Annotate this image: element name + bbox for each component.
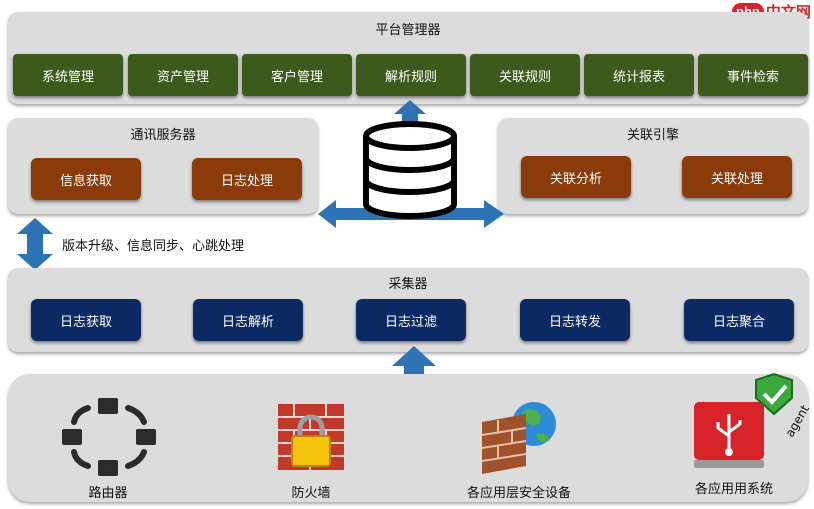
collector-item-fetch: 日志获取: [31, 299, 141, 341]
comm-server-panel: 通讯服务器 信息获取 日志处理: [8, 118, 318, 214]
security-device-icon: [481, 402, 556, 474]
collector-item-aggregate: 日志聚合: [684, 299, 794, 341]
sync-note: 版本升级、信息同步、心跳处理: [62, 239, 245, 254]
source-label-router: 路由器: [88, 486, 128, 501]
collector-title: 采集器: [388, 277, 428, 292]
pm-item-system: 系统管理: [13, 54, 123, 96]
collector-item-parse: 日志解析: [193, 299, 303, 341]
correlation-engine-panel: 关联引擎 关联分析 关联处理: [498, 118, 808, 214]
pm-item-reports: 统计报表: [584, 54, 694, 96]
source-label-firewall: 防火墙: [291, 486, 331, 501]
pm-item-customer: 客户管理: [242, 54, 352, 96]
correlation-engine-title: 关联引擎: [626, 128, 679, 143]
pm-item-parse-rules: 解析规则: [356, 54, 466, 96]
corr-item-process: 关联处理: [682, 156, 792, 198]
usb-agent-icon: [694, 372, 793, 468]
database-icon: [318, 100, 504, 228]
pm-item-event-search: 事件检索: [698, 54, 808, 96]
comm-server-title: 通讯服务器: [130, 128, 196, 143]
corr-item-analysis: 关联分析: [521, 156, 631, 198]
comm-item-info-fetch: 信息获取: [31, 158, 141, 200]
source-label-app-systems: 各应用用系统: [694, 482, 773, 497]
platform-manager-panel: 平台管理器 系统管理 资产管理 客户管理 解析规则 关联规则 统计报表 事件检索: [8, 12, 808, 104]
firewall-lock-icon: [278, 404, 344, 470]
platform-manager-title: 平台管理器: [375, 23, 441, 38]
collector-panel: 采集器 日志获取 日志解析 日志过滤 日志转发 日志聚合: [8, 268, 808, 352]
router-icon: [62, 398, 156, 476]
sync-arrow: [17, 218, 53, 270]
source-label-security-devices: 各应用层安全设备: [466, 486, 571, 501]
collector-item-filter: 日志过滤: [356, 299, 466, 341]
pm-item-correlation-rules: 关联规则: [470, 54, 580, 96]
upload-arrow: [392, 346, 436, 386]
collector-item-forward: 日志转发: [520, 299, 630, 341]
pm-item-asset: 资产管理: [128, 54, 238, 96]
comm-item-log-process: 日志处理: [192, 158, 302, 200]
sources-panel: 路由器 防火墙 各应用层安全设备: [8, 372, 812, 502]
